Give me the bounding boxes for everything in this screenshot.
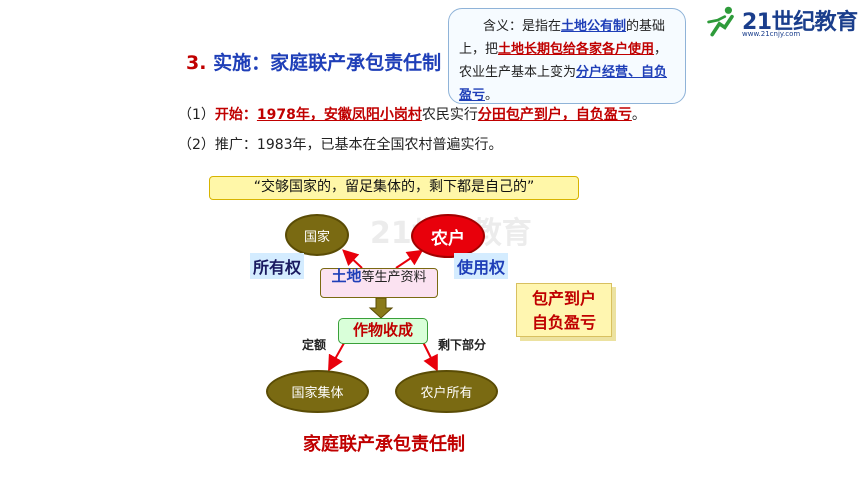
heading-number: 3. (186, 52, 207, 74)
line1-policy: 分田包产到户，自负盈亏 (477, 107, 632, 123)
arrow-down-land-to-crops (368, 297, 394, 319)
land-rest: 等生产资料 (361, 270, 427, 285)
quote-banner: “交够国家的，留足集体的，剩下都是自己的” (209, 176, 579, 200)
line1-end: 。 (631, 107, 646, 123)
summary-card: 包产到户 自负盈亏 (516, 283, 612, 337)
def-end: 。 (485, 88, 499, 103)
land-big: 土地 (331, 267, 362, 285)
label-quota: 定额 (302, 338, 327, 352)
definition-box: 含义：是指在土地公有制的基础上，把土地长期包给各家各户使用，农业生产基本上变为分… (448, 8, 686, 104)
diagram-caption: 家庭联产承包责任制 (303, 434, 465, 455)
arrow-to-state (342, 249, 363, 269)
logo-runner-icon (707, 6, 734, 37)
node-farmer: 农户 (411, 214, 485, 258)
def-part2: 基础上，把 (459, 19, 666, 57)
line1-key: 开始： (214, 107, 257, 123)
line1-middle: 农民实行 (421, 107, 478, 123)
card-line2: 自负盈亏 (531, 313, 596, 332)
node-crops: 作物收成 (338, 318, 428, 344)
def-intro: 含义：是指在 (483, 19, 562, 34)
node-state: 国家 (285, 214, 349, 256)
line1-prefix: （1） (178, 107, 215, 123)
def-long-term: 土地长期包给各家各户使用 (498, 42, 655, 57)
start-line: （1）开始：1978年，安徽凤阳小岗村农民实行分田包产到户，自负盈亏。 (178, 104, 646, 124)
def-result: 分户经营、自负盈亏 (459, 65, 668, 103)
section-heading: 3. 实施：家庭联产承包责任制 (186, 48, 441, 75)
node-farmer-own: 农户所有 (395, 370, 498, 413)
node-collective: 国家集体 (266, 370, 369, 413)
arrow-to-farmer (395, 249, 424, 269)
label-remaining: 剩下部分 (438, 338, 487, 352)
promotion-line: （2）推广：1983年，已基本在全国农村普遍实行。 (178, 137, 503, 153)
def-suffix: 的 (626, 19, 640, 34)
line1-detail: 1978年，安徽凤阳小岗村 (256, 107, 422, 123)
def-part3: ，农业生产基本上变为 (459, 42, 668, 80)
node-land: 土地等生产资料 (320, 268, 438, 298)
logo-text: 21世纪教育 (742, 10, 858, 35)
card-line1: 包产到户 (531, 289, 596, 308)
label-use-right: 使用权 (454, 253, 509, 279)
label-ownership: 所有权 (250, 253, 305, 279)
heading-label: 实施：家庭联产承包责任制 (213, 52, 442, 74)
logo-url: www.21cnjy.com (742, 30, 801, 38)
def-land-public: 土地公有制 (561, 19, 627, 34)
